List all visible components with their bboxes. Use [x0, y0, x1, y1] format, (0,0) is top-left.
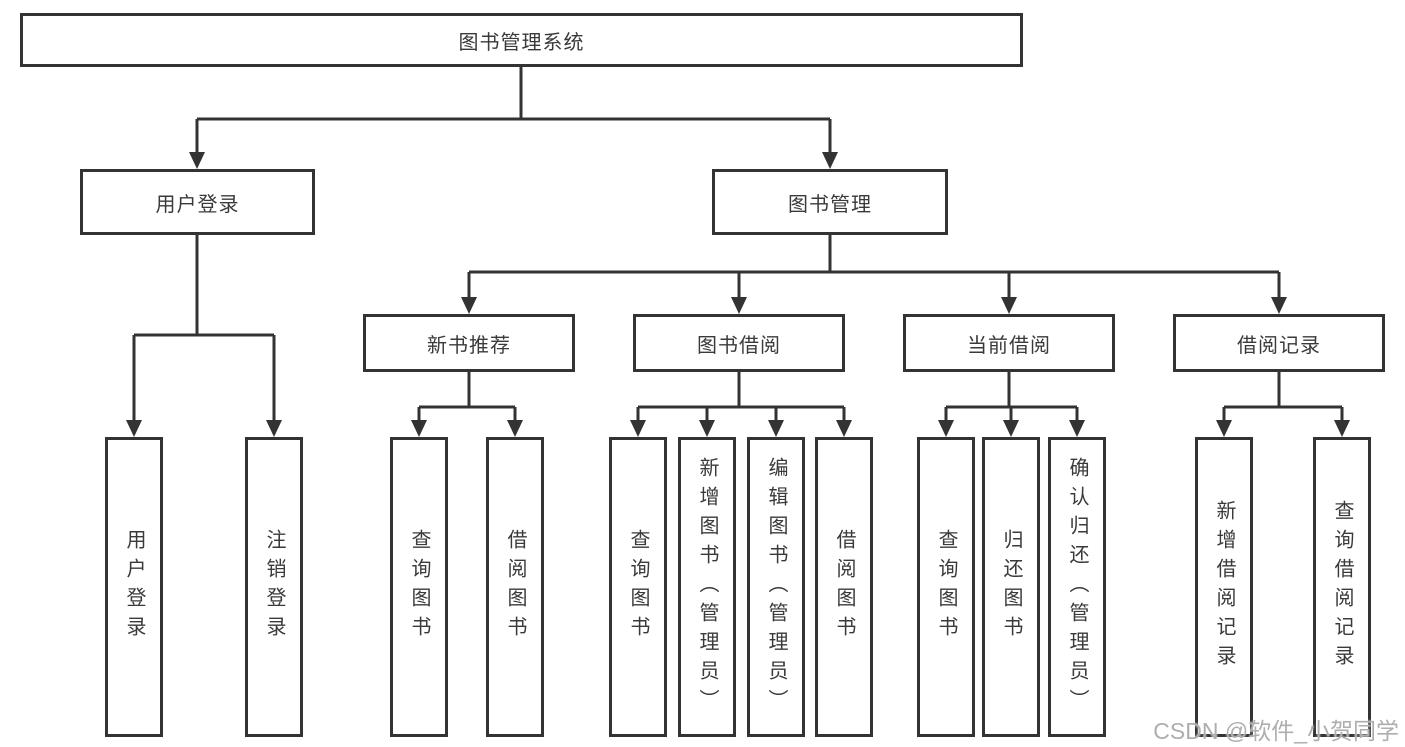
- connector-borrow-records-to-leaves: [1216, 372, 1350, 437]
- connector-new-book-rec-to-leaves: [411, 372, 523, 437]
- node-current-borrowing-label: 当前借阅: [967, 334, 1051, 357]
- node-new-book-recommend: 新书推荐: [363, 314, 575, 372]
- node-book-management-label: 图书管理: [788, 193, 872, 216]
- leaf-add-books-admin: 新增图书（管理员）: [678, 437, 736, 737]
- leaf-confirm-return-admin: 确认归还（管理员）: [1048, 437, 1106, 737]
- leaf-edit-books-admin-label: 编辑图书（管理员）: [765, 456, 787, 718]
- leaf-query-books-recommend: 查询图书: [390, 437, 448, 737]
- leaf-logout-label: 注销登录: [263, 529, 285, 645]
- node-user-login-label: 用户登录: [155, 193, 240, 216]
- leaf-borrow-books-recommend-label: 借阅图书: [504, 529, 526, 645]
- connector-current-borrow-to-leaves: [938, 372, 1085, 437]
- leaf-return-books: 归还图书: [982, 437, 1040, 737]
- connector-root-to-level1: [189, 67, 838, 169]
- node-book-management: 图书管理: [712, 169, 948, 235]
- node-user-login: 用户登录: [80, 169, 315, 235]
- leaf-query-books-current: 查询图书: [917, 437, 975, 737]
- leaf-query-books-borrowing-label: 查询图书: [627, 529, 649, 645]
- node-borrow-records-label: 借阅记录: [1237, 334, 1321, 357]
- leaf-logout: 注销登录: [245, 437, 303, 737]
- connector-book-mgmt-to-level2: [461, 235, 1287, 314]
- leaf-query-books-recommend-label: 查询图书: [408, 529, 430, 645]
- leaf-borrow-books-borrowing: 借阅图书: [815, 437, 873, 737]
- leaf-query-borrow-record: 查询借阅记录: [1313, 437, 1371, 737]
- leaf-return-books-label: 归还图书: [1000, 529, 1022, 645]
- csdn-watermark: CSDN @软件_小贺同学: [1153, 718, 1399, 744]
- leaf-query-books-current-label: 查询图书: [935, 529, 957, 645]
- leaf-query-borrow-record-label: 查询借阅记录: [1331, 500, 1353, 674]
- node-borrow-records: 借阅记录: [1173, 314, 1385, 372]
- node-root-label: 图书管理系统: [458, 31, 585, 54]
- node-current-borrowing: 当前借阅: [903, 314, 1115, 372]
- leaf-query-books-borrowing: 查询图书: [609, 437, 667, 737]
- leaf-add-borrow-record: 新增借阅记录: [1195, 437, 1253, 737]
- leaf-add-borrow-record-label: 新增借阅记录: [1213, 500, 1235, 674]
- node-new-book-recommend-label: 新书推荐: [427, 334, 511, 357]
- leaf-user-login: 用户登录: [105, 437, 163, 737]
- leaf-confirm-return-admin-label: 确认归还（管理员）: [1066, 456, 1088, 718]
- leaf-edit-books-admin: 编辑图书（管理员）: [747, 437, 805, 737]
- leaf-borrow-books-borrowing-label: 借阅图书: [833, 529, 855, 645]
- leaf-add-books-admin-label: 新增图书（管理员）: [696, 456, 718, 718]
- connector-user-login-to-leaves: [126, 235, 282, 437]
- connector-book-borrow-to-leaves: [630, 372, 852, 437]
- leaf-borrow-books-recommend: 借阅图书: [486, 437, 544, 737]
- node-book-borrowing: 图书借阅: [633, 314, 845, 372]
- leaf-user-login-label: 用户登录: [123, 529, 145, 645]
- node-book-borrowing-label: 图书借阅: [697, 334, 781, 357]
- node-root-system: 图书管理系统: [20, 13, 1023, 67]
